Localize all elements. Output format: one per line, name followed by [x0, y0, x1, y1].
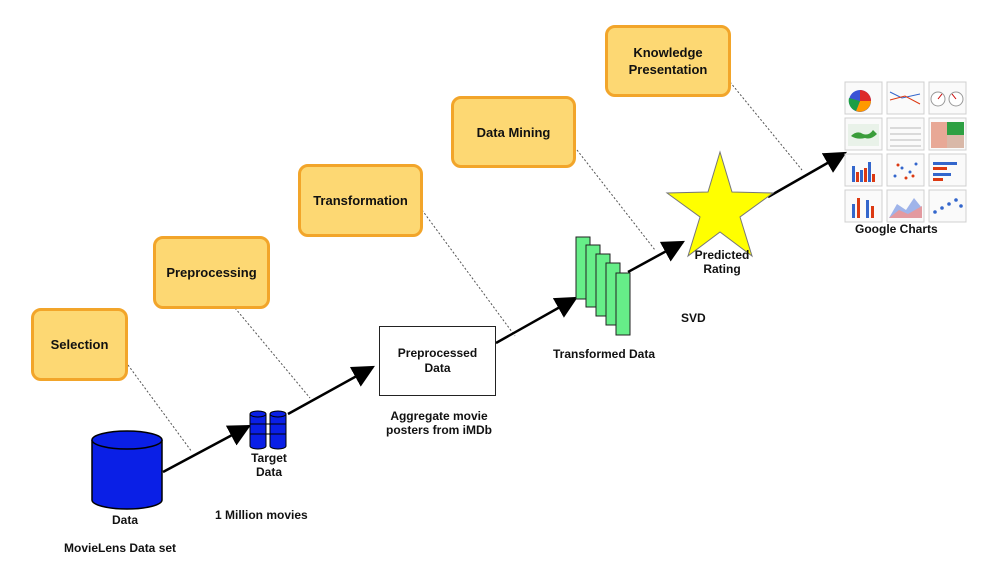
transformation-stage-label: Transformation [313, 193, 408, 208]
transformed-data-label: Transformed Data [553, 347, 656, 361]
star-icon [665, 150, 775, 258]
knowledge-presentation-stage-box: Knowledge Presentation [605, 25, 731, 97]
flow-arrow-transformed-to-rating [627, 240, 685, 274]
flow-arrow-data-to-target [162, 424, 251, 474]
transformation-stage-box: Transformation [298, 164, 423, 237]
svd-label: SVD [681, 311, 706, 325]
preprocessed-data-label: Preprocessed Data [397, 346, 478, 375]
preprocessed-data-box: Preprocessed Data [379, 326, 496, 396]
aggregate-label: Aggregate movie posters from iMDb [385, 409, 492, 437]
dataset-label: MovieLens Data set [64, 541, 177, 555]
preprocessing-stage-label: Preprocessing [166, 265, 257, 280]
knowledge-presentation-stage-label: Knowledge Presentation [628, 45, 708, 77]
transformation-connector [421, 209, 516, 337]
google-charts-label: Google Charts [855, 222, 938, 236]
data-mining-stage-box: Data Mining [451, 96, 576, 168]
flow-arrow-rating-to-charts [767, 151, 847, 199]
predicted-rating-label: Predicted Rating [694, 248, 750, 276]
target-data-stack-icon [249, 410, 287, 450]
knowledge-connector [729, 81, 803, 171]
million-movies-label: 1 Million movies [215, 508, 308, 522]
flow-arrow-preprocessed-to-transformed [495, 296, 578, 345]
target-data-label: Target Data [251, 451, 287, 479]
transformed-data-cards-icon [575, 236, 631, 336]
data-label: Data [112, 513, 139, 527]
preprocessing-connector [234, 307, 311, 399]
data-mining-connector [576, 149, 656, 251]
selection-stage-box: Selection [31, 308, 128, 381]
flow-arrow-target-to-preprocessed [287, 365, 375, 416]
selection-stage-label: Selection [50, 337, 109, 352]
preprocessing-stage-box: Preprocessing [153, 236, 270, 309]
database-cylinder-icon [91, 430, 163, 510]
data-mining-stage-label: Data Mining [476, 124, 551, 140]
google-charts-thumbnail-grid-icon [844, 81, 967, 223]
